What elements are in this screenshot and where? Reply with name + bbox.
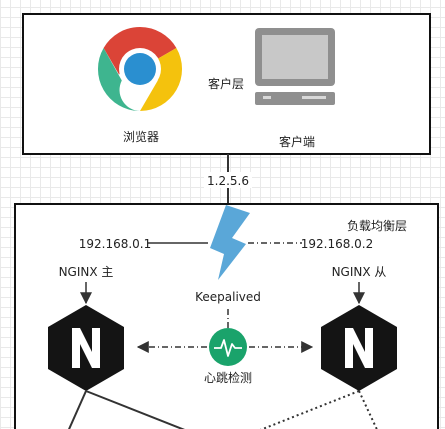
vip-label: 1.2.5.6 bbox=[207, 174, 249, 188]
chrome-browser-icon bbox=[97, 26, 183, 112]
backup-out-line-left bbox=[260, 390, 360, 429]
backup-ip-label: 192.168.0.2 bbox=[301, 237, 374, 251]
heartbeat-label: 心跳检测 bbox=[204, 370, 252, 385]
desktop-computer-icon bbox=[255, 28, 335, 105]
nginx-backup-icon bbox=[321, 305, 397, 391]
nginx-master-label: NGINX 主 bbox=[59, 265, 114, 279]
heartbeat-pulse-icon bbox=[209, 328, 247, 366]
browser-label: 浏览器 bbox=[123, 129, 159, 144]
client-layer-box bbox=[22, 13, 431, 155]
keepalived-label: Keepalived bbox=[195, 290, 261, 304]
client-layer-label: 客户层 bbox=[208, 76, 244, 91]
lb-layer-label: 负载均衡层 bbox=[347, 219, 407, 233]
nginx-backup-label: NGINX 从 bbox=[332, 265, 387, 279]
nginx-master-icon bbox=[48, 305, 124, 391]
master-ip-label: 192.168.0.1 bbox=[79, 237, 152, 251]
client-label: 客户端 bbox=[279, 134, 315, 149]
lightning-icon bbox=[210, 205, 250, 280]
